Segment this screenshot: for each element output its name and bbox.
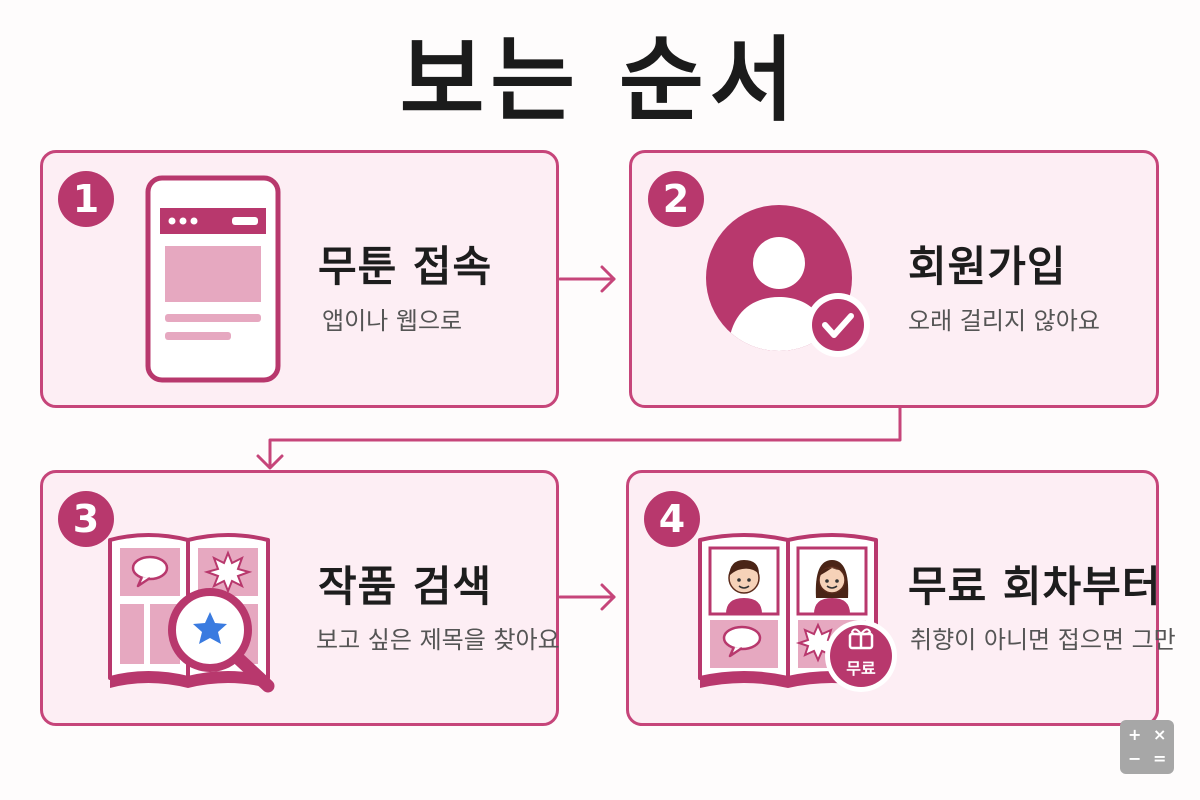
step-desc-2: 오래 걸리지 않아요 bbox=[908, 307, 1100, 335]
step-number-badge-2: 2 bbox=[648, 171, 704, 227]
arrow-2-to-3 bbox=[256, 406, 902, 470]
smartphone-icon bbox=[145, 175, 281, 383]
step-desc-4: 취향이 아니면 접으면 그만 bbox=[910, 626, 1176, 654]
calculator-widget-button[interactable]: + × − = bbox=[1120, 720, 1174, 774]
step-label-4: 무료 회차부터 bbox=[908, 562, 1162, 611]
minus-icon: − bbox=[1128, 749, 1142, 768]
plus-icon: + bbox=[1128, 725, 1142, 744]
step-number-badge-4: 4 bbox=[644, 491, 700, 547]
step-number-badge-3: 3 bbox=[58, 491, 114, 547]
comic-book-search-icon bbox=[108, 533, 275, 693]
comic-book-free-icon: 무료 bbox=[698, 533, 897, 692]
arrow-3-to-4 bbox=[558, 583, 616, 611]
free-tag-text: 무료 bbox=[846, 659, 876, 678]
arrow-1-to-2 bbox=[558, 265, 616, 293]
equals-icon: = bbox=[1153, 749, 1167, 768]
step-desc-1: 앱이나 웹으로 bbox=[322, 307, 463, 335]
step-card-1 bbox=[40, 150, 559, 408]
times-icon: × bbox=[1153, 725, 1167, 744]
step-label-3: 작품 검색 bbox=[318, 562, 493, 611]
step-label-2: 회원가입 bbox=[908, 242, 1067, 291]
user-check-icon bbox=[706, 205, 870, 357]
page-title: 보는 순서 bbox=[399, 27, 801, 134]
step-label-1: 무툰 접속 bbox=[318, 242, 493, 291]
step-number-badge-1: 1 bbox=[58, 171, 114, 227]
step-desc-3: 보고 싶은 제목을 찾아요 bbox=[316, 626, 560, 654]
